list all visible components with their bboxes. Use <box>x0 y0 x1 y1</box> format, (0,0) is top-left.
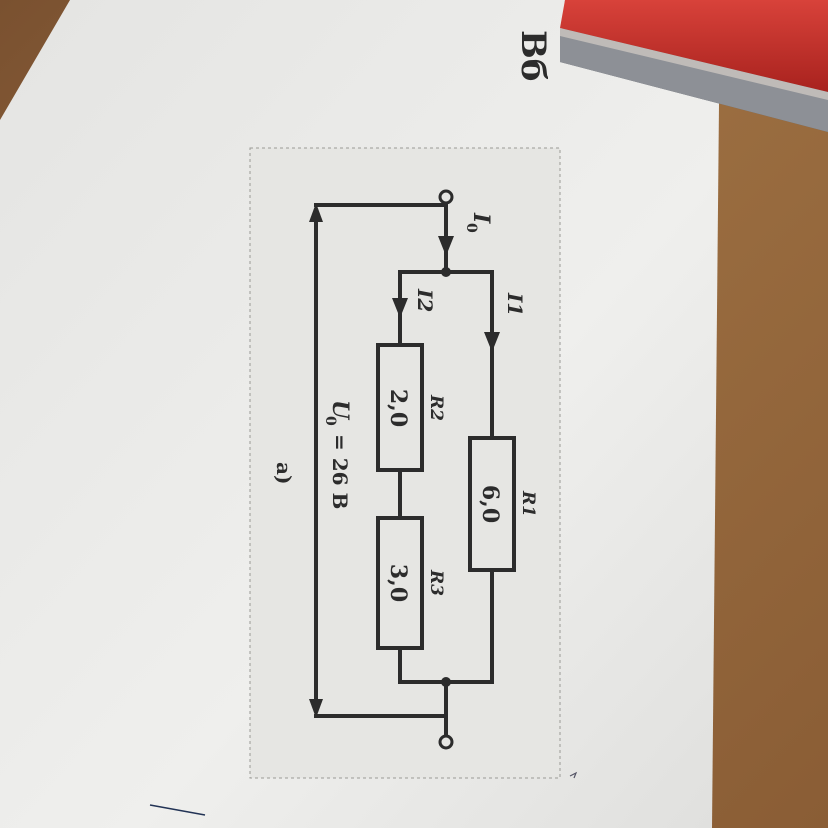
junction-bottom <box>441 677 451 687</box>
resistor-r1-value: 6,0 <box>477 485 503 523</box>
resistor-r3-name: R3 <box>426 569 446 596</box>
junction-top <box>441 267 451 277</box>
resistor-r1-name: R1 <box>518 490 538 517</box>
pen-mark <box>149 804 206 816</box>
pen-mark-small <box>569 771 578 779</box>
circuit-wires <box>314 195 494 744</box>
current-label-i0-main: I <box>468 212 494 224</box>
terminal-top <box>438 189 454 205</box>
current-arrow-i2 <box>392 298 408 318</box>
current-label-i2: I2 <box>413 288 437 312</box>
voltage-arrow-bottom <box>309 699 323 718</box>
resistor-r3 <box>376 516 424 650</box>
book-corner <box>560 0 828 132</box>
resistor-r3-value: 3,0 <box>385 564 411 602</box>
voltage-label-value: = 26 В <box>328 434 352 509</box>
current-label-i0: I 0 <box>463 212 494 233</box>
page-note: Вб <box>513 30 553 81</box>
current-label-i1: I1 <box>503 292 527 316</box>
resistor-r2 <box>376 343 424 472</box>
current-arrow-i0 <box>438 236 454 256</box>
resistor-r1 <box>468 436 516 572</box>
voltage-arrow-top <box>309 203 323 222</box>
resistor-r2-name: R2 <box>426 394 446 421</box>
figure-label: а) <box>272 462 296 484</box>
resistor-r2-value: 2,0 <box>385 389 411 427</box>
current-label-i0-sub: 0 <box>463 223 479 233</box>
current-arrow-i1 <box>484 332 500 352</box>
voltage-label-prefix: U <box>327 400 353 421</box>
voltage-label-sub: 0 <box>322 416 338 426</box>
terminal-bottom <box>438 734 454 750</box>
voltage-label: U 0 = 26 В <box>322 400 353 509</box>
